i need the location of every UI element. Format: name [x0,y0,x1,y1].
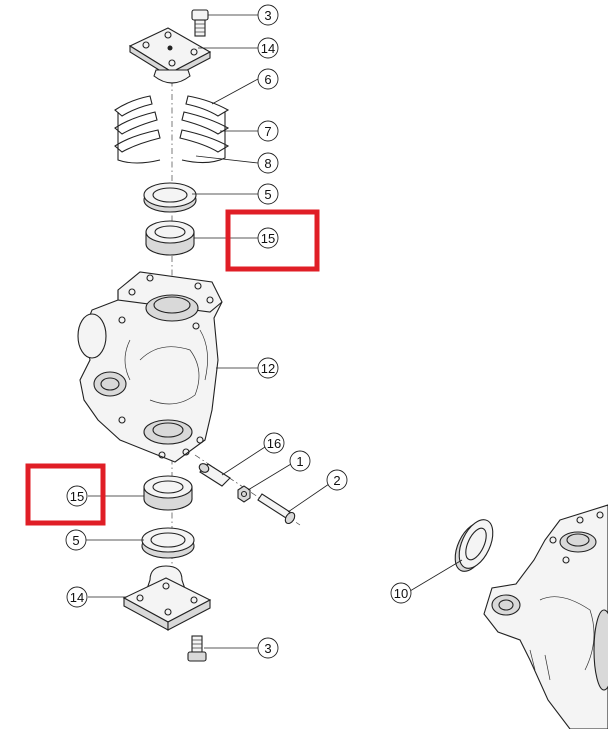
bearing-bottom [143,475,193,511]
knuckle-housing-right [483,504,608,729]
svg-text:10: 10 [394,586,408,601]
highlight-box-upper [225,209,320,272]
svg-text:2: 2 [333,473,340,488]
bearing-top [145,220,195,256]
svg-text:15: 15 [70,489,84,504]
svg-text:3: 3 [264,8,271,23]
pin-sleeve [198,463,231,487]
svg-text:1: 1 [296,454,303,469]
callout: 7 [257,120,279,142]
svg-text:5: 5 [72,533,79,548]
svg-text:3: 3 [264,641,271,656]
svg-text:8: 8 [264,156,271,171]
svg-text:5: 5 [264,187,271,202]
callout: 5 [257,183,279,205]
callout: 1 [289,450,311,472]
svg-text:14: 14 [70,590,84,605]
bolt-bottom [187,635,207,662]
callout: 8 [257,152,279,174]
bolt-pin [257,493,296,525]
callout: 3 [257,4,279,26]
callout: 2 [326,469,348,491]
svg-text:14: 14 [261,41,275,56]
callout: 15 [257,227,279,249]
cap-plate-bottom [122,565,212,631]
callout: 12 [257,357,279,379]
callout: 6 [257,68,279,90]
seal-ring-top [143,182,197,213]
svg-text:15: 15 [261,231,275,246]
callout: 3 [257,637,279,659]
callout: 16 [263,432,285,454]
svg-text:12: 12 [261,361,275,376]
svg-text:16: 16 [267,436,281,451]
svg-text:7: 7 [264,124,271,139]
nut [237,485,251,503]
callout: 15 [66,485,88,507]
highlight-box-lower [25,463,106,526]
shim-stack [114,95,230,164]
callout: 14 [66,586,88,608]
leader-lines [86,14,463,649]
callout: 5 [65,529,87,551]
knuckle-housing [77,271,223,463]
callout: 14 [257,37,279,59]
svg-text:6: 6 [264,72,271,87]
seal-right [454,519,494,572]
bolt-top [191,9,209,37]
seal-ring-bottom [141,527,195,559]
callout: 10 [390,582,412,604]
cap-plate-top [128,27,212,84]
